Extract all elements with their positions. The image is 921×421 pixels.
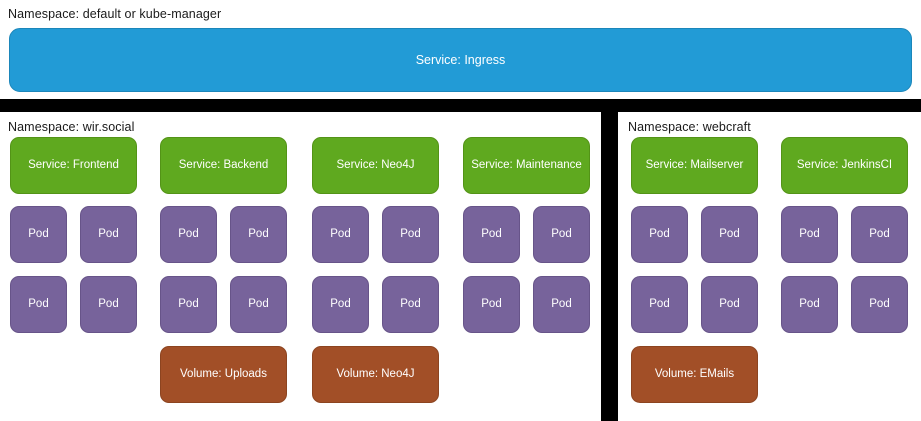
service-node-jenkinsci[interactable]: Service: JenkinsCI	[781, 137, 908, 194]
pod-node[interactable]: Pod	[160, 276, 217, 333]
namespace-panel-default-kube-manager: Namespace: default or kube-manager Servi…	[0, 0, 921, 99]
service-node-mailserver[interactable]: Service: Mailserver	[631, 137, 758, 194]
pod-node[interactable]: Pod	[80, 206, 137, 263]
pod-node[interactable]: Pod	[312, 206, 369, 263]
pod-node[interactable]: Pod	[701, 276, 758, 333]
pod-node[interactable]: Pod	[10, 206, 67, 263]
volume-node-uploads[interactable]: Volume: Uploads	[160, 346, 287, 403]
service-node-frontend[interactable]: Service: Frontend	[10, 137, 137, 194]
pod-node[interactable]: Pod	[382, 276, 439, 333]
pod-node[interactable]: Pod	[230, 206, 287, 263]
namespace-label-webcraft: Namespace: webcraft	[628, 120, 751, 134]
pod-node[interactable]: Pod	[701, 206, 758, 263]
namespace-label-default-kube-manager: Namespace: default or kube-manager	[8, 7, 222, 21]
pod-node[interactable]: Pod	[631, 206, 688, 263]
pod-node[interactable]: Pod	[781, 206, 838, 263]
pod-node[interactable]: Pod	[463, 206, 520, 263]
pod-node[interactable]: Pod	[463, 276, 520, 333]
pod-node[interactable]: Pod	[851, 276, 908, 333]
pod-node[interactable]: Pod	[781, 276, 838, 333]
service-node-ingress[interactable]: Service: Ingress	[9, 28, 912, 92]
pod-node[interactable]: Pod	[10, 276, 67, 333]
service-node-backend[interactable]: Service: Backend	[160, 137, 287, 194]
pod-node[interactable]: Pod	[312, 276, 369, 333]
pod-node[interactable]: Pod	[533, 206, 590, 263]
pod-node[interactable]: Pod	[230, 276, 287, 333]
pod-node[interactable]: Pod	[80, 276, 137, 333]
volume-node-neo4j[interactable]: Volume: Neo4J	[312, 346, 439, 403]
service-node-neo4j[interactable]: Service: Neo4J	[312, 137, 439, 194]
pod-node[interactable]: Pod	[851, 206, 908, 263]
service-node-maintenance[interactable]: Service: Maintenance	[463, 137, 590, 194]
pod-node[interactable]: Pod	[631, 276, 688, 333]
namespace-label-wir-social: Namespace: wir.social	[8, 120, 135, 134]
pod-node[interactable]: Pod	[533, 276, 590, 333]
volume-node-emails[interactable]: Volume: EMails	[631, 346, 758, 403]
namespace-panel-webcraft: Namespace: webcraft Service: Mailserver …	[618, 112, 921, 421]
namespace-panel-wir-social: Namespace: wir.social Service: Frontend …	[0, 112, 601, 421]
pod-node[interactable]: Pod	[382, 206, 439, 263]
pod-node[interactable]: Pod	[160, 206, 217, 263]
